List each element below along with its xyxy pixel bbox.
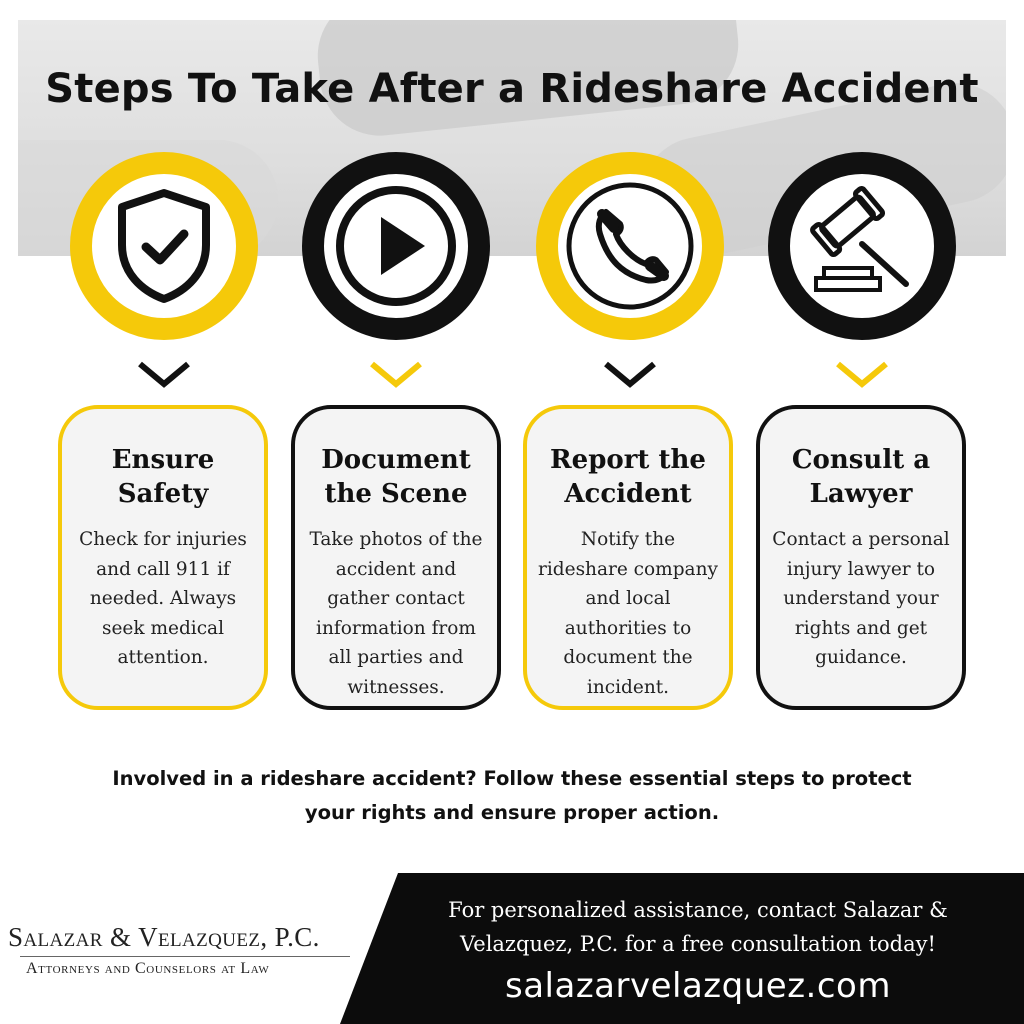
cta-panel [340,873,1024,1024]
step-description: Take photos of the accident and gather c… [309,529,483,698]
firm-logo: Salazar & Velazquez, P.C. Attorneys and … [0,918,360,988]
step-card-ensure-safety: Ensure Safety Check for injuries and cal… [58,405,268,710]
tagline: Involved in a rideshare accident? Follow… [112,767,912,824]
logo-divider [20,956,350,957]
step-4-icon-circle [768,152,956,340]
logo-subtitle: Attorneys and Counselors at Law [26,960,270,977]
step-description: Contact a personal injury lawyer to unde… [772,529,950,668]
phone-icon [566,182,694,310]
step-card-report-accident: Report the Accident Notify the rideshare… [523,405,733,710]
chevron-down-icon [370,361,422,388]
step-title: Report the Accident [550,445,706,509]
step-title: Ensure Safety [111,445,215,509]
step-1-icon-circle [70,152,258,340]
gavel-icon [810,186,909,292]
logo-name: Salazar & Velazquez, P.C. [8,922,320,952]
step-2-icon-circle [302,152,490,340]
step-description: Notify the rideshare company and local a… [538,529,718,698]
step-title: Consult a Lawyer [791,445,931,509]
chevron-down-icon [604,361,656,388]
chevron-down-icon [138,361,190,388]
website-link[interactable]: salazarvelazquez.com [505,966,891,1006]
cta-text: For personalized assistance, contact Sal… [448,898,948,956]
step-title: Document the Scene [321,445,471,509]
page-title: Steps To Take After a Rideshare Accident [45,66,979,112]
shield-check-icon [118,189,210,303]
chevron-down-icon [836,361,888,388]
play-button-icon [336,186,456,306]
step-card-consult-lawyer: Consult a Lawyer Contact a personal inju… [756,405,966,710]
step-card-document-scene: Document the Scene Take photos of the ac… [291,405,501,710]
step-3-icon-circle [536,152,724,340]
step-description: Check for injuries and call 911 if neede… [79,529,247,668]
